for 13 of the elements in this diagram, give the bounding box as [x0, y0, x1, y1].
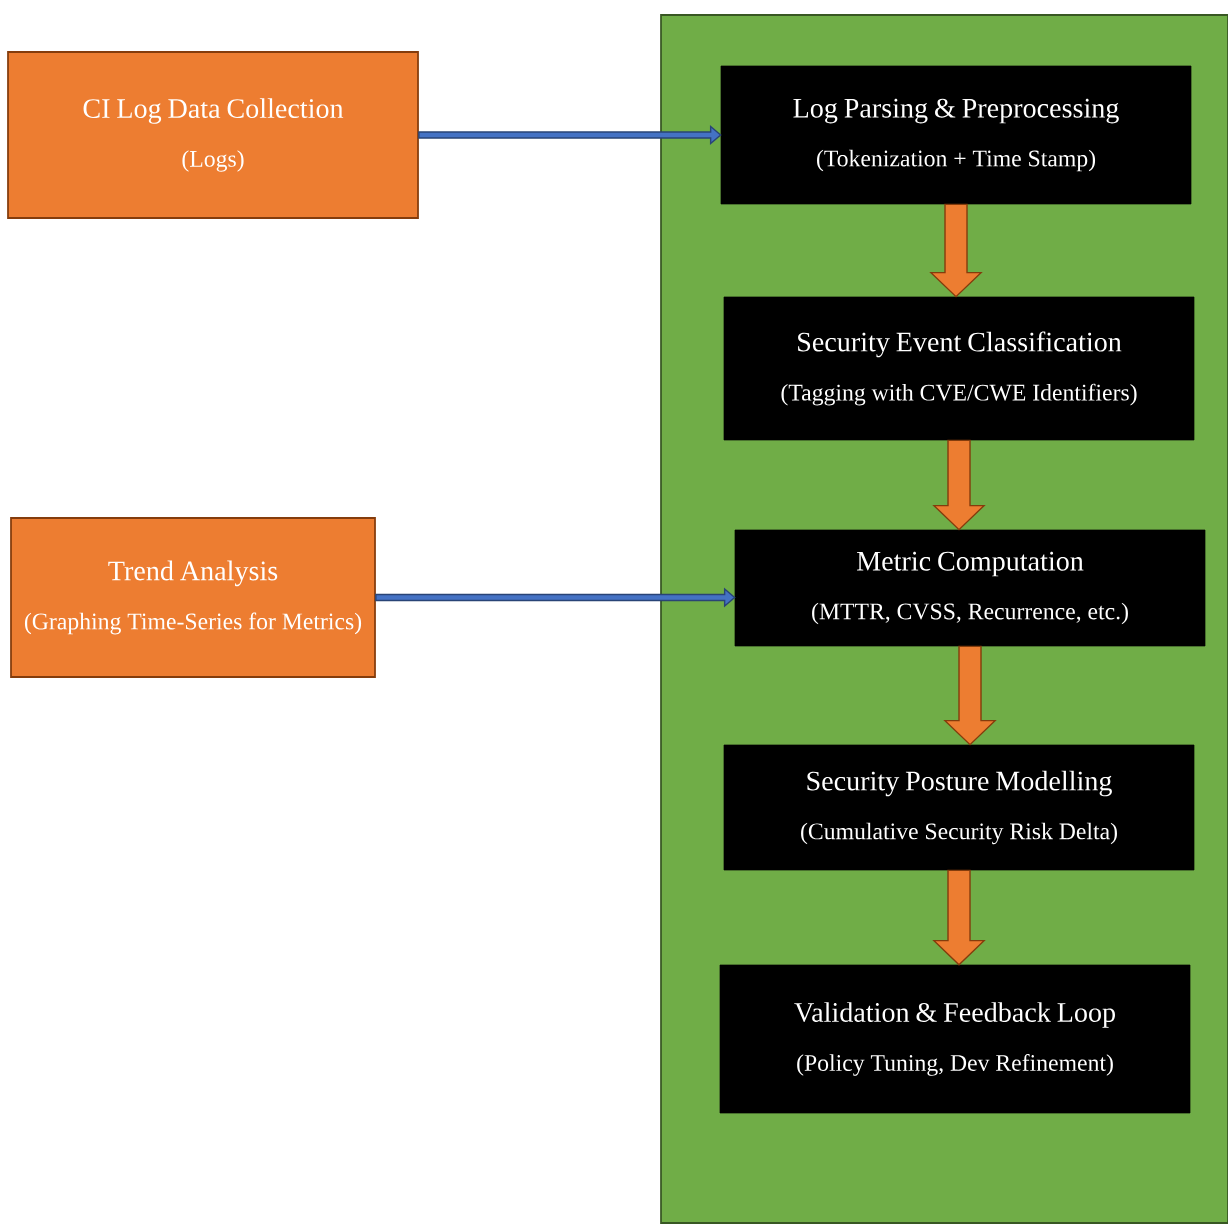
block-arrow: [929, 203, 983, 298]
input-box: Trend Analysis (Graphing Time-Series for Metrics): [10, 517, 376, 678]
process-box: Security Event Classification (Tagging with CVE/CWE Identifiers): [723, 296, 1195, 441]
block-arrow: [932, 869, 986, 966]
block-arrow: [932, 439, 986, 531]
input-box: CI Log Data Collection (Logs): [7, 51, 419, 219]
process-box: Log Parsing & Preprocessing (Tokenization + Time Stamp): [720, 65, 1192, 205]
arrow: [418, 124, 722, 146]
arrow: [375, 587, 736, 608]
process-box: Metric Computation (MTTR, CVSS, Recurrence, etc.): [734, 529, 1206, 647]
block-arrow: [943, 645, 997, 746]
process-box: Validation & Feedback Loop (Policy Tuning, Dev Refinement): [719, 964, 1191, 1114]
process-box: Security Posture Modelling (Cumulative Security Risk Delta): [723, 744, 1195, 871]
